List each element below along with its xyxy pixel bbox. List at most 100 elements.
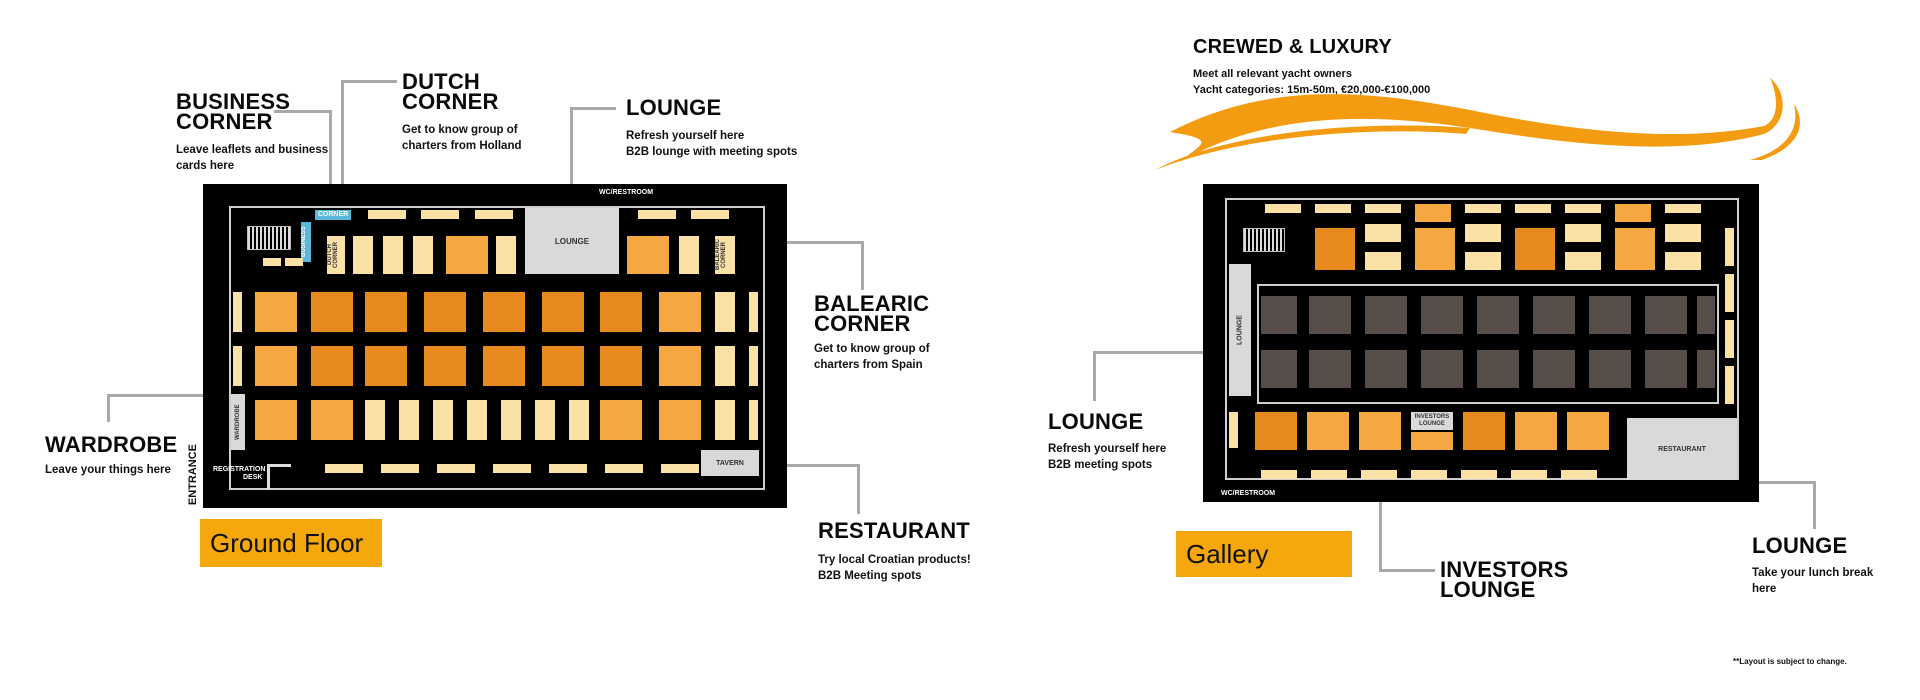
booth[interactable]: [1261, 470, 1297, 479]
tavern-room[interactable]: TAVERN: [701, 450, 759, 476]
booth[interactable]: [255, 400, 297, 440]
booth[interactable]: [424, 346, 466, 386]
booth[interactable]: [285, 258, 303, 266]
booth[interactable]: [600, 292, 642, 332]
booth[interactable]: [475, 210, 513, 219]
booth[interactable]: [1725, 320, 1734, 358]
booth[interactable]: [661, 464, 699, 473]
booth[interactable]: [1665, 204, 1701, 213]
booth[interactable]: [569, 400, 589, 440]
booth[interactable]: [1415, 228, 1455, 270]
booth[interactable]: [1615, 204, 1651, 222]
booth[interactable]: [1697, 350, 1715, 388]
gallery-restaurant-room[interactable]: RESTAURANT: [1627, 418, 1737, 480]
booth[interactable]: [381, 464, 419, 473]
booth[interactable]: [437, 464, 475, 473]
booth[interactable]: [1463, 412, 1505, 450]
booth[interactable]: [691, 210, 729, 219]
booth[interactable]: [1359, 412, 1401, 450]
booth[interactable]: [399, 400, 419, 440]
booth[interactable]: [1465, 204, 1501, 213]
booth[interactable]: [1261, 350, 1297, 388]
booth[interactable]: [605, 464, 643, 473]
booth[interactable]: [263, 258, 281, 266]
booth[interactable]: [1421, 350, 1463, 388]
booth[interactable]: [1511, 470, 1547, 479]
booth[interactable]: [483, 292, 525, 332]
booth[interactable]: [1515, 412, 1557, 450]
booth[interactable]: [535, 400, 555, 440]
booth[interactable]: [1365, 204, 1401, 213]
booth[interactable]: [1561, 470, 1597, 479]
booth[interactable]: [311, 292, 353, 332]
booth[interactable]: [1411, 432, 1453, 450]
booth[interactable]: [627, 236, 669, 274]
booth[interactable]: [1307, 412, 1349, 450]
booth[interactable]: [501, 400, 521, 440]
booth[interactable]: [365, 400, 385, 440]
booth[interactable]: [659, 400, 701, 440]
booth[interactable]: [1415, 204, 1451, 222]
booth[interactable]: [413, 236, 433, 274]
booth[interactable]: [1665, 224, 1701, 242]
booth[interactable]: [542, 346, 584, 386]
booth[interactable]: [493, 464, 531, 473]
booth[interactable]: [715, 292, 735, 332]
booth[interactable]: [1461, 470, 1497, 479]
booth[interactable]: [1589, 296, 1631, 334]
booth[interactable]: [1411, 470, 1447, 479]
booth[interactable]: [1477, 350, 1519, 388]
booth[interactable]: [325, 464, 363, 473]
booth[interactable]: [311, 400, 353, 440]
booth[interactable]: [1365, 296, 1407, 334]
booth[interactable]: [600, 400, 642, 440]
booth[interactable]: [1515, 228, 1555, 270]
investors-lounge-room[interactable]: INVESTORS LOUNGE: [1411, 412, 1453, 430]
balearic-corner-booth[interactable]: BALEARIC CORNER: [715, 236, 735, 274]
booth[interactable]: [749, 346, 758, 386]
booth[interactable]: [496, 236, 516, 274]
booth[interactable]: [1309, 296, 1351, 334]
booth[interactable]: [1361, 470, 1397, 479]
booth[interactable]: [600, 346, 642, 386]
booth[interactable]: [467, 400, 487, 440]
booth[interactable]: [1265, 204, 1301, 213]
booth[interactable]: [1725, 366, 1734, 404]
booth[interactable]: [311, 346, 353, 386]
booth[interactable]: [1465, 252, 1501, 270]
booth[interactable]: [1309, 350, 1351, 388]
booth[interactable]: [1315, 204, 1351, 213]
booth[interactable]: [1533, 350, 1575, 388]
booth[interactable]: [542, 292, 584, 332]
booth[interactable]: [715, 400, 735, 440]
booth[interactable]: [749, 400, 758, 440]
booth[interactable]: [1565, 204, 1601, 213]
booth[interactable]: [1697, 296, 1715, 334]
booth[interactable]: [659, 292, 701, 332]
booth[interactable]: [1255, 412, 1297, 450]
registration-desk[interactable]: [267, 464, 291, 490]
booth[interactable]: [1725, 228, 1734, 266]
booth[interactable]: [1645, 350, 1687, 388]
booth[interactable]: [1477, 296, 1519, 334]
booth[interactable]: [1533, 296, 1575, 334]
booth[interactable]: [1615, 228, 1655, 270]
booth[interactable]: [1365, 350, 1407, 388]
booth[interactable]: [255, 346, 297, 386]
booth[interactable]: [233, 292, 242, 332]
dutch-corner-booth[interactable]: DUTCH CORNER: [327, 236, 345, 274]
booth[interactable]: [255, 292, 297, 332]
booth[interactable]: [1567, 412, 1609, 450]
booth[interactable]: [679, 236, 699, 274]
booth[interactable]: [233, 346, 242, 386]
booth[interactable]: [365, 292, 407, 332]
booth[interactable]: [433, 400, 453, 440]
booth[interactable]: [1589, 350, 1631, 388]
booth[interactable]: [1565, 252, 1601, 270]
booth[interactable]: [1665, 252, 1701, 270]
booth[interactable]: [1365, 252, 1401, 270]
booth[interactable]: [446, 236, 488, 274]
booth[interactable]: [1465, 224, 1501, 242]
booth[interactable]: [424, 292, 466, 332]
gallery-lounge-room[interactable]: LOUNGE: [1229, 264, 1251, 396]
